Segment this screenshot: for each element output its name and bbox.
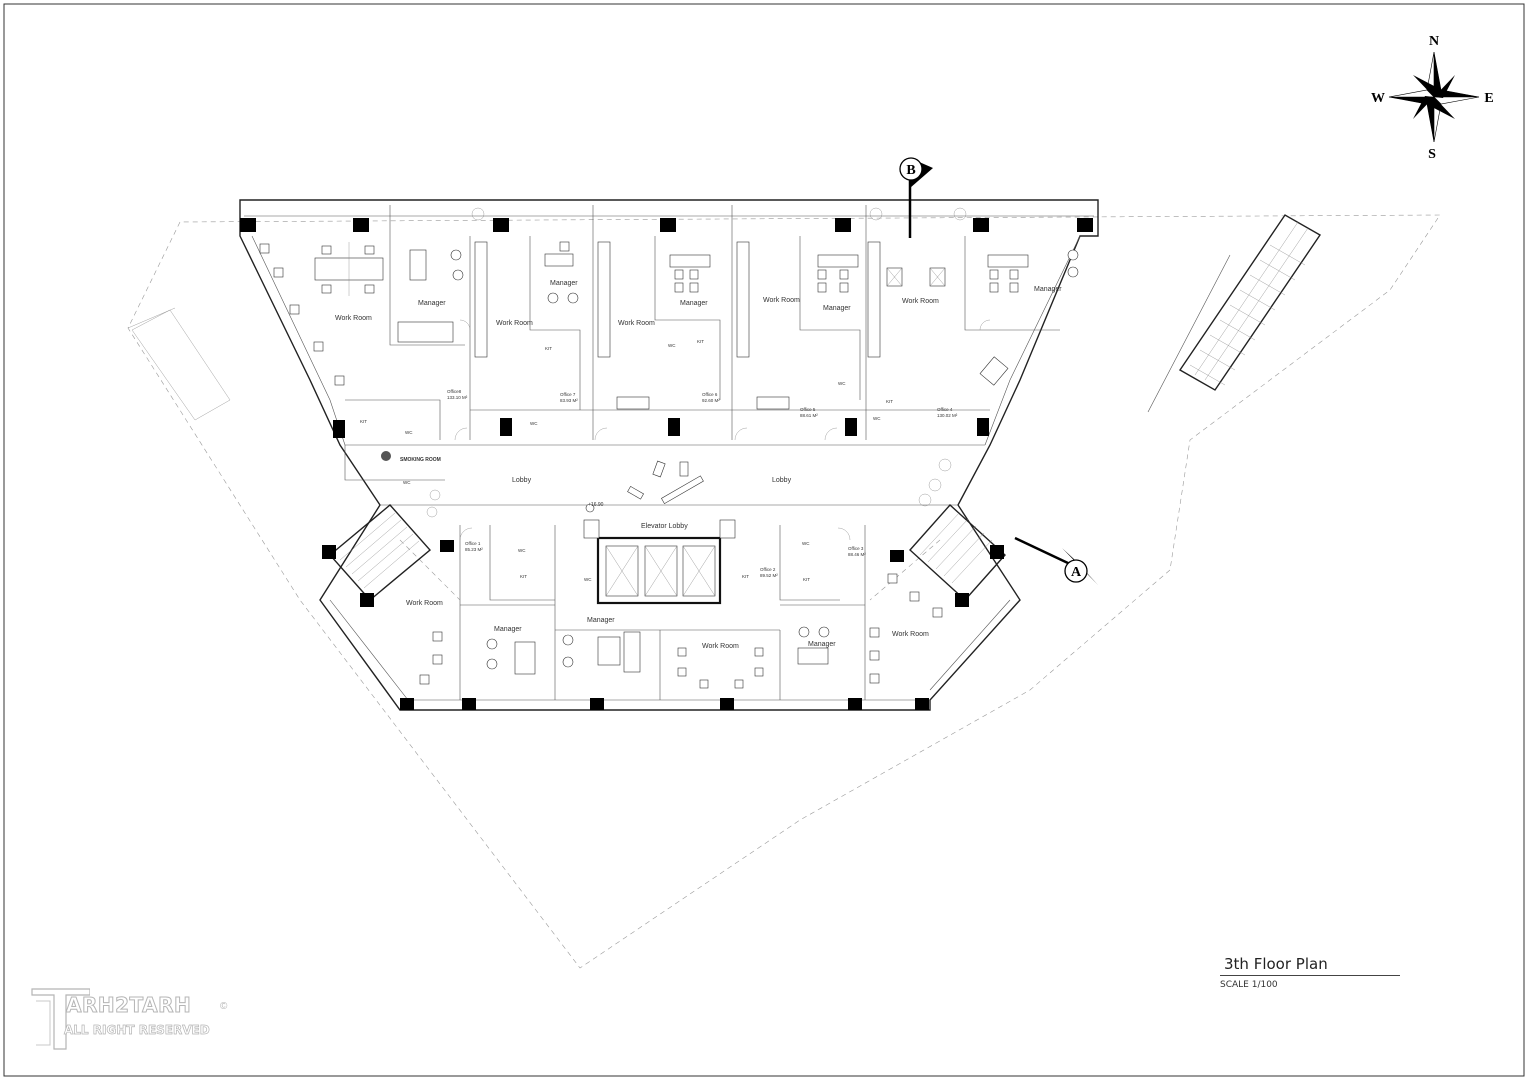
manager-label: Manager <box>1034 286 1062 293</box>
office-tags: Office8 133.10 M² Office 7 83.93 M² Offi… <box>447 389 958 578</box>
manager-label: Manager <box>494 626 522 633</box>
work-room-label: Work Room <box>496 320 533 327</box>
brand-logo: ARH2TARH ALL RIGHT RESERVED © <box>30 987 240 1052</box>
manager-label: Manager <box>808 641 836 648</box>
work-room-label: Work Room <box>406 600 443 607</box>
section-a-label: A <box>1071 565 1082 580</box>
elevator-lobby-label: Elevator Lobby <box>641 523 688 530</box>
office5-area: 88.61 M² <box>800 413 818 418</box>
manager-label: Manager <box>680 300 708 307</box>
plan-title: 3th Floor Plan <box>1220 955 1400 976</box>
furniture <box>259 241 1079 689</box>
kit-label: KIT <box>742 574 749 579</box>
work-room-label: Work Room <box>618 320 655 327</box>
lobby-west-label: Lobby <box>512 477 532 484</box>
office1-area: 85.23 M² <box>465 547 483 552</box>
kit-label: KIT <box>697 339 704 344</box>
wc-label: WC <box>873 416 881 421</box>
office8-area: 133.10 M² <box>447 395 468 400</box>
section-marker-a[interactable]: A <box>1014 536 1098 585</box>
smoking-room-label: SMOKING ROOM <box>400 457 441 463</box>
site-boundary <box>127 214 1441 969</box>
level-mark: +16.90 <box>588 502 604 508</box>
logo-t-mark <box>31 988 90 1050</box>
compass-rose: N S E W <box>1371 34 1494 162</box>
stair-east[interactable] <box>909 504 1006 601</box>
office7-area: 83.93 M² <box>560 398 578 403</box>
planters <box>426 207 967 518</box>
wc-label: WC <box>802 541 810 546</box>
logo-sub-text: ALL RIGHT RESERVED <box>64 1023 210 1038</box>
door-swings <box>454 319 991 541</box>
compass-east: E <box>1484 91 1493 106</box>
office3-area: 88.46 M² <box>848 552 866 557</box>
compass-west: W <box>1371 91 1385 106</box>
kit-label: KIT <box>360 419 367 424</box>
logo-registered: © <box>220 1001 228 1012</box>
lobby-east-label: Lobby <box>772 477 792 484</box>
wc-label: WC <box>584 577 592 582</box>
office1-name: Office 1 <box>465 541 481 546</box>
office7-name: Office 7 <box>560 392 576 397</box>
manager-label: Manager <box>418 300 446 307</box>
work-room-label: Work Room <box>335 315 372 322</box>
room-labels: Work Room Manager Work Room Manager Work… <box>335 280 1062 650</box>
wc-label: WC <box>668 343 676 348</box>
plan-scale: SCALE 1/100 <box>1220 980 1278 990</box>
manager-label: Manager <box>550 280 578 287</box>
office2-area: 89.52 M² <box>760 573 778 578</box>
kit-label: KIT <box>520 574 527 579</box>
elevator-core[interactable] <box>583 519 736 605</box>
work-room-label: Work Room <box>902 298 939 305</box>
columns <box>240 218 1093 710</box>
wc-label: WC <box>405 430 413 435</box>
work-room-label: Work Room <box>702 643 739 650</box>
compass-north: N <box>1429 34 1439 49</box>
north-partitions <box>344 205 1060 481</box>
manager-label: Manager <box>823 305 851 312</box>
title-block: 3th Floor Plan SCALE 1/100 <box>1220 955 1400 990</box>
south-partitions <box>399 525 941 700</box>
wc-label: WC <box>403 480 411 485</box>
kit-label: KIT <box>886 399 893 404</box>
logo-main-text: ARH2TARH <box>65 993 192 1018</box>
sheet-border <box>3 3 1525 1077</box>
wc-label: WC <box>838 381 846 386</box>
section-b-label: B <box>906 163 915 178</box>
work-room-label: Work Room <box>763 297 800 304</box>
manager-label: Manager <box>587 617 615 624</box>
wc-label: WC <box>530 421 538 426</box>
stair-exterior[interactable] <box>1147 214 1322 413</box>
work-room-label: Work Room <box>892 631 929 638</box>
office6-area: 92.60 M² <box>702 398 720 403</box>
office4-name: Office 4 <box>937 407 953 412</box>
office2-name: Office 2 <box>760 567 776 572</box>
kit-label: KIT <box>803 577 810 582</box>
section-marker-b[interactable]: B <box>899 157 933 238</box>
compass-south: S <box>1428 147 1436 162</box>
wc-label: WC <box>518 548 526 553</box>
kit-label: KIT <box>545 346 552 351</box>
stair-west[interactable] <box>328 504 432 601</box>
office4-area: 130.02 M² <box>937 413 958 418</box>
office8-name: Office8 <box>447 389 462 394</box>
office6-name: Office 6 <box>702 392 718 397</box>
office3-name: Office 3 <box>848 546 864 551</box>
office5-name: Office 5 <box>800 407 816 412</box>
